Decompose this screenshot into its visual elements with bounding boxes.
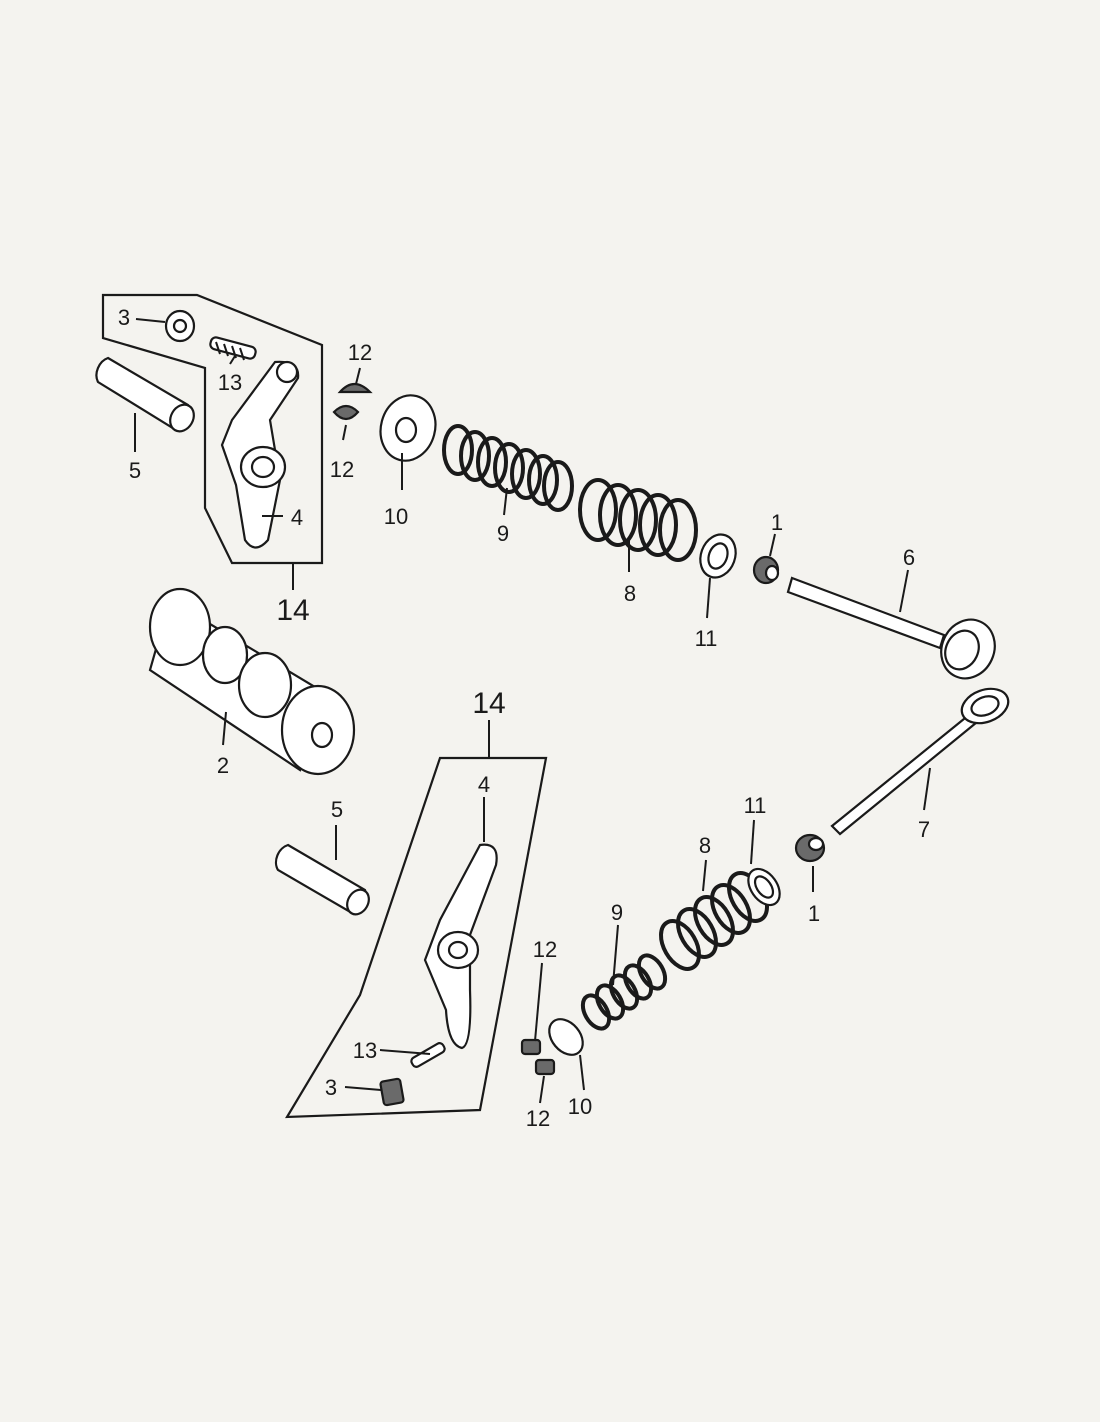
callout-3-lower: 3 bbox=[325, 1075, 337, 1100]
callout-8-lower: 8 bbox=[699, 833, 711, 858]
nut-part-3-lower bbox=[379, 1077, 405, 1107]
valve-keeper-part-12-lower bbox=[520, 1038, 556, 1076]
spring-seat-part-11-upper bbox=[699, 533, 737, 579]
exhaust-valve-part-7 bbox=[830, 687, 1010, 836]
callout-11-lower: 11 bbox=[744, 793, 767, 818]
spring-seat-part-11-lower bbox=[747, 867, 781, 907]
callout-10-upper: 10 bbox=[384, 504, 408, 529]
callout-14-lower: 14 bbox=[472, 687, 505, 720]
spring-retainer-part-10-upper bbox=[379, 394, 437, 462]
nut-part-3-upper bbox=[164, 309, 196, 343]
callout-14-upper: 14 bbox=[276, 594, 309, 627]
callout-5-lower: 5 bbox=[331, 797, 343, 822]
callout-12-lower-top: 12 bbox=[533, 937, 557, 962]
stem-seal-part-1-upper bbox=[752, 555, 780, 585]
callout-9-lower: 9 bbox=[611, 900, 623, 925]
callout-13-lower: 13 bbox=[353, 1038, 377, 1063]
callout-13-upper: 13 bbox=[218, 370, 242, 395]
callout-1-upper: 1 bbox=[771, 510, 783, 535]
callout-9-upper: 9 bbox=[497, 521, 509, 546]
valve-keeper-part-12-upper bbox=[332, 382, 373, 421]
callout-5-upper: 5 bbox=[129, 458, 141, 483]
callout-1-lower: 1 bbox=[808, 901, 820, 926]
rocker-shaft-part-5-lower bbox=[274, 843, 370, 916]
callout-4-upper: 4 bbox=[291, 505, 303, 530]
callout-12-upper-top: 12 bbox=[348, 340, 372, 365]
rocker-shaft-part-5-upper bbox=[95, 356, 195, 433]
screw-part-13-lower bbox=[410, 1042, 446, 1068]
camshaft-part-2 bbox=[148, 587, 356, 776]
rocker-arm-part-4-lower bbox=[423, 843, 498, 1050]
inner-spring-part-9-upper bbox=[442, 424, 574, 512]
callout-6: 6 bbox=[903, 545, 915, 570]
callout-8-upper: 8 bbox=[624, 581, 636, 606]
rocker-kit-frame-lower bbox=[285, 756, 548, 1119]
outer-spring-part-8-upper bbox=[578, 478, 698, 562]
screw-part-13-upper bbox=[209, 336, 257, 361]
stem-seal-part-1-lower bbox=[794, 833, 826, 863]
spring-retainer-part-10-lower bbox=[548, 1018, 584, 1056]
callout-12-lower-bottom: 12 bbox=[526, 1106, 550, 1131]
callout-11-upper: 11 bbox=[695, 626, 718, 651]
rocker-arm-part-4-upper bbox=[220, 360, 300, 549]
rocker-kit-frame-upper bbox=[101, 293, 324, 565]
callout-4-lower: 4 bbox=[478, 772, 490, 797]
callout-10-lower: 10 bbox=[568, 1094, 592, 1119]
inner-spring-part-9-lower bbox=[580, 953, 668, 1031]
leader-lines bbox=[134, 318, 931, 1104]
intake-valve-part-6 bbox=[786, 576, 996, 680]
callout-3-upper: 3 bbox=[118, 305, 130, 330]
callout-12-upper-bottom: 12 bbox=[330, 457, 354, 482]
callout-2: 2 bbox=[217, 753, 229, 778]
callout-7: 7 bbox=[918, 817, 930, 842]
